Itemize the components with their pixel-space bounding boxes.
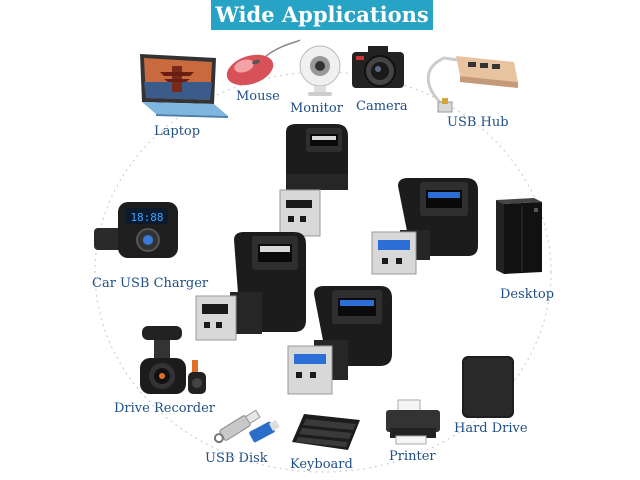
usb-adapter-icon — [371, 178, 478, 275]
dashcam-icon — [140, 326, 206, 394]
usb-hub-icon — [426, 56, 518, 113]
monitor-label: Monitor — [290, 101, 343, 116]
car-charger-icon: 18:88 — [94, 202, 178, 258]
usb-adapter-icon — [195, 232, 306, 341]
page-title: Wide Applications — [211, 0, 433, 30]
usb-adapter-icon — [287, 286, 392, 395]
drive-recorder-label: Drive Recorder — [114, 401, 215, 416]
hard-drive-label: Hard Drive — [454, 421, 528, 436]
desktop-label: Desktop — [500, 287, 555, 302]
laptop-label: Laptop — [154, 124, 201, 139]
webcam-icon — [299, 45, 341, 96]
mouse-label: Mouse — [236, 89, 280, 104]
mouse-icon — [226, 39, 301, 86]
svg-text:18:88: 18:88 — [130, 211, 163, 224]
printer-label: Printer — [389, 449, 436, 464]
keyboard-icon — [292, 414, 360, 450]
laptop-icon — [140, 54, 228, 118]
usb-disk-label: USB Disk — [205, 451, 268, 466]
car-charger-label: Car USB Charger — [92, 276, 209, 291]
usb-adapter-icon — [279, 124, 348, 237]
camera-label: Camera — [356, 99, 408, 114]
hard-drive-icon — [462, 356, 514, 418]
desktop-tower-icon — [496, 198, 542, 274]
camera-icon — [352, 46, 404, 88]
keyboard-label: Keyboard — [290, 457, 353, 472]
usb-disk-icon — [213, 409, 280, 444]
usb-hub-label: USB Hub — [447, 115, 509, 130]
printer-icon — [386, 399, 440, 445]
